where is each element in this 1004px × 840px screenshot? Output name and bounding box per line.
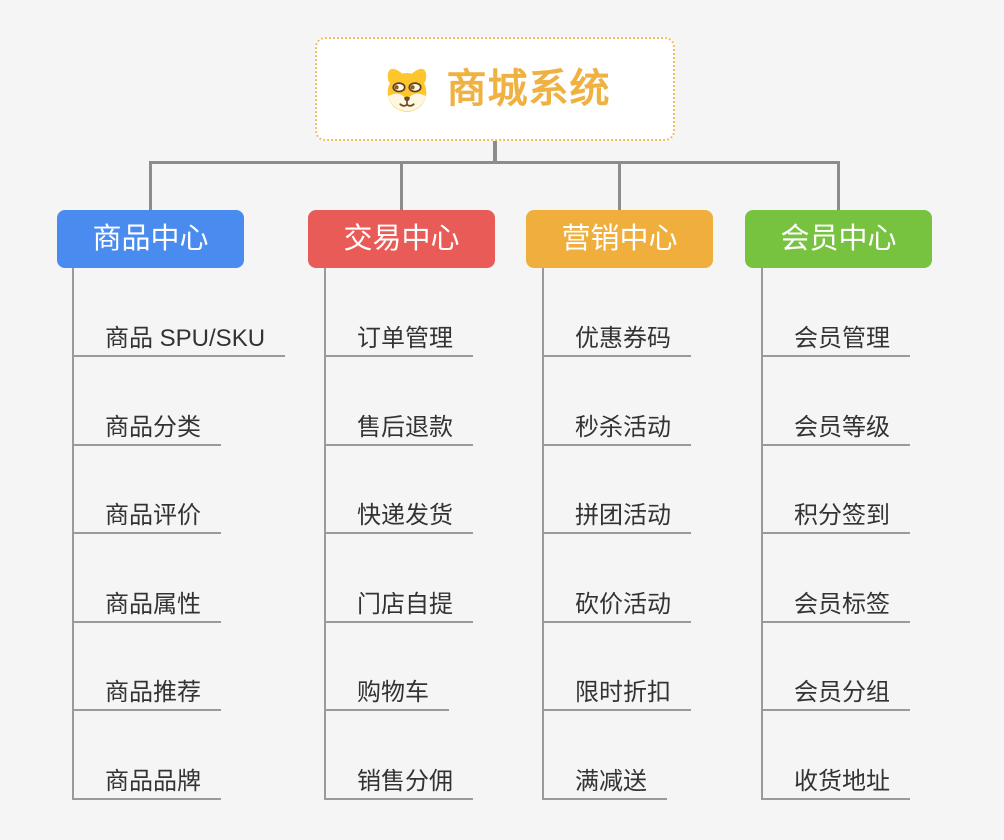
connector-branch-trunk <box>761 268 763 800</box>
leaf-node[interactable]: 购物车 <box>324 677 449 711</box>
leaf-node[interactable]: 秒杀活动 <box>542 412 691 446</box>
connector-branch-stub <box>837 161 840 211</box>
connector-branch-trunk <box>324 268 326 800</box>
leaf-node[interactable]: 会员等级 <box>761 412 910 446</box>
leaf-node[interactable]: 砍价活动 <box>542 589 691 623</box>
dog-face-icon <box>380 62 434 116</box>
leaf-node[interactable]: 会员管理 <box>761 323 910 357</box>
leaf-node[interactable]: 会员标签 <box>761 589 910 623</box>
root-title: 商城系统 <box>446 67 611 111</box>
leaf-node[interactable]: 订单管理 <box>324 323 473 357</box>
leaf-node[interactable]: 销售分佣 <box>324 766 473 800</box>
leaf-node[interactable]: 门店自提 <box>324 589 473 623</box>
leaf-node[interactable]: 优惠券码 <box>542 323 691 357</box>
connector-main-horizontal <box>149 161 840 164</box>
leaf-node[interactable]: 满减送 <box>542 766 667 800</box>
leaf-node[interactable]: 快递发货 <box>324 500 473 534</box>
leaf-node[interactable]: 积分签到 <box>761 500 910 534</box>
connector-branch-trunk <box>542 268 544 800</box>
leaf-node[interactable]: 会员分组 <box>761 677 910 711</box>
leaf-node[interactable]: 限时折扣 <box>542 677 691 711</box>
connector-root-stub <box>493 141 497 163</box>
leaf-node[interactable]: 售后退款 <box>324 412 473 446</box>
branch-node-product-center[interactable]: 商品中心 <box>57 210 244 268</box>
leaf-node[interactable]: 拼团活动 <box>542 500 691 534</box>
connector-branch-trunk <box>72 268 74 800</box>
branch-node-member-center[interactable]: 会员中心 <box>745 210 932 268</box>
leaf-node[interactable]: 商品评价 <box>72 500 221 534</box>
connector-branch-stub <box>618 161 621 211</box>
leaf-node[interactable]: 收货地址 <box>761 766 910 800</box>
connector-branch-stub <box>400 161 403 211</box>
leaf-node[interactable]: 商品分类 <box>72 412 221 446</box>
leaf-node[interactable]: 商品推荐 <box>72 677 221 711</box>
connector-branch-stub <box>149 161 152 211</box>
leaf-node[interactable]: 商品属性 <box>72 589 221 623</box>
root-node[interactable]: 商城系统 <box>315 37 675 141</box>
branch-node-marketing-center[interactable]: 营销中心 <box>526 210 713 268</box>
leaf-node[interactable]: 商品 SPU/SKU <box>72 323 286 357</box>
leaf-node[interactable]: 商品品牌 <box>72 766 221 800</box>
branch-node-trade-center[interactable]: 交易中心 <box>308 210 495 268</box>
